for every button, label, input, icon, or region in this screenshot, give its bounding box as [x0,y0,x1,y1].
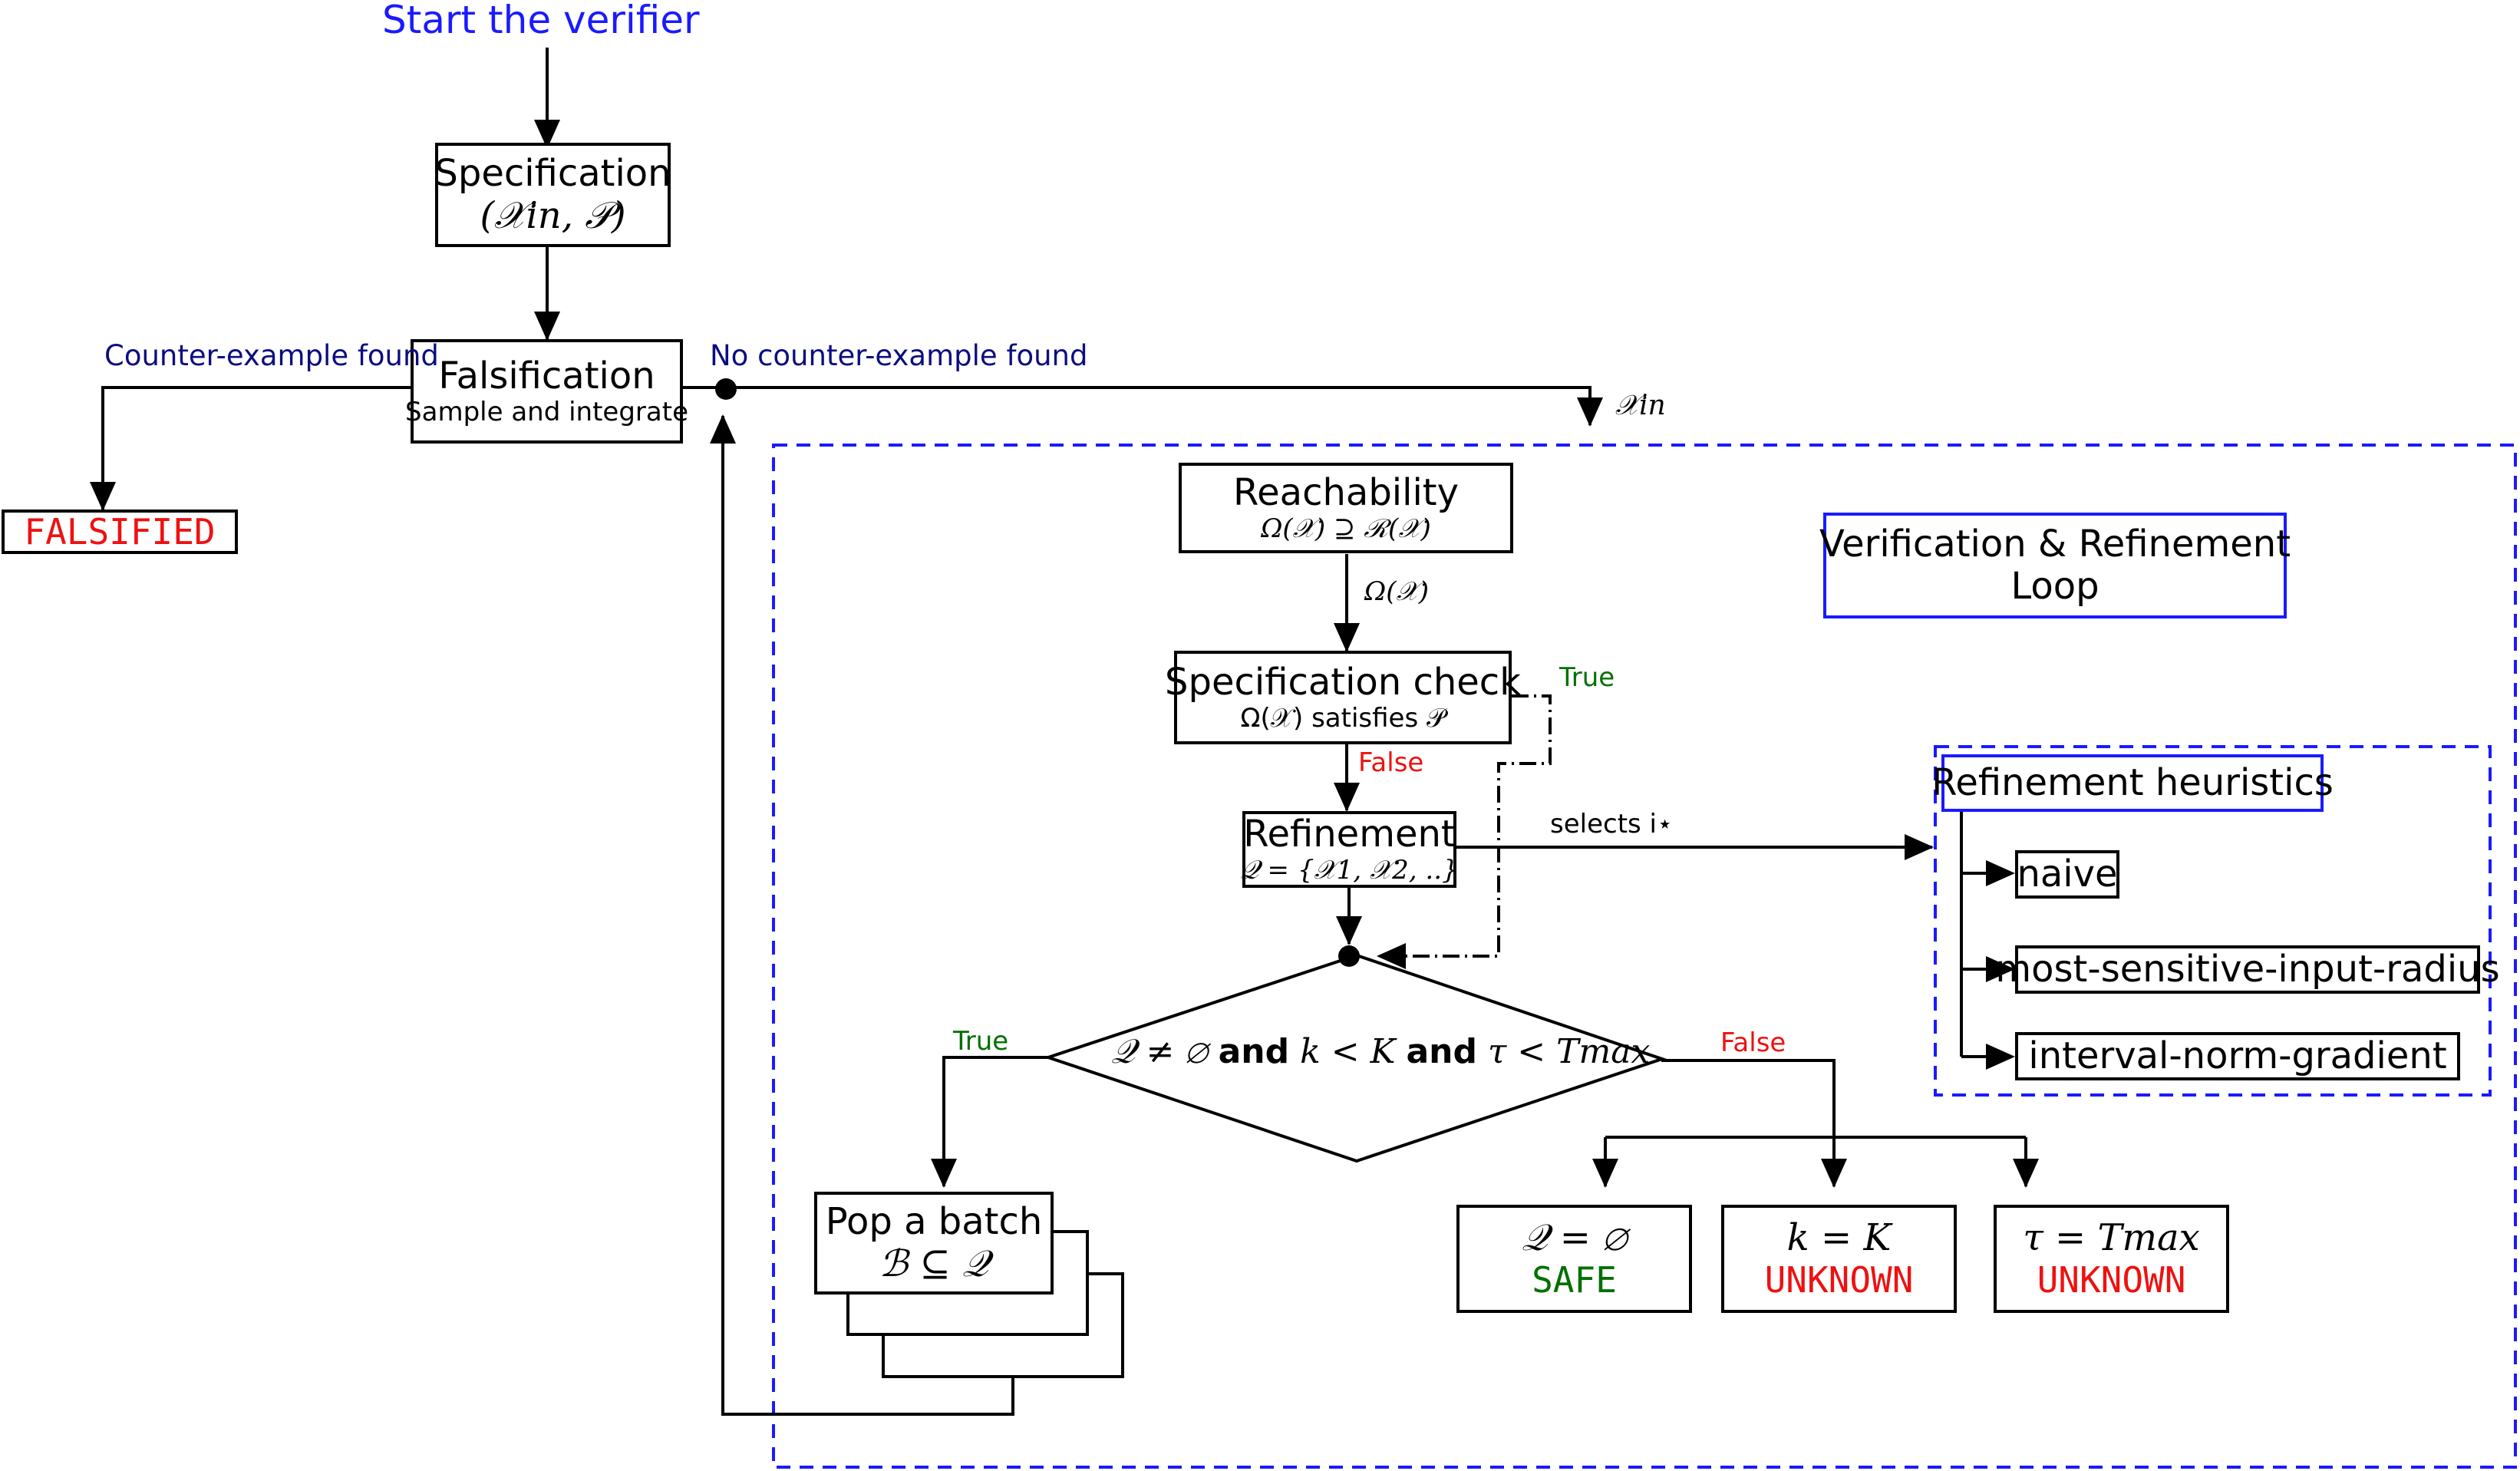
refinement-formula: 𝒬 = {𝒳1, 𝒳2, ..} [1240,855,1459,886]
loop-true-label: True [953,1026,1009,1057]
arrowhead-loop-back [710,414,736,444]
edge-check-true-bypass [1378,694,1552,958]
arrowhead-check [1334,623,1360,652]
arrowhead-pop [931,1159,957,1188]
refinement-title: Refinement [1243,812,1456,856]
specification-formula: (𝒳in, 𝒫) [480,194,626,237]
pop-batch-box: Pop a batch ℬ ⊆ 𝒬 [814,1192,1054,1295]
arrowhead-refinement [1334,783,1360,812]
spec-check-formula: Ω(𝒳) satisfies 𝒫 [1240,703,1446,734]
outcome-unknown-k-formula: k = K [1786,1216,1892,1260]
arrowhead-merge-down [1336,916,1362,945]
heuristic-gradient-label: interval-norm-gradient [2028,1034,2447,1077]
falsified-box: FALSIFIED [2,510,238,554]
omega-label: Ω(𝒳) [1364,576,1429,607]
heuristic-radius-label: most-sensitive-input-radius [1995,947,2500,991]
arrowhead-gradient [1986,1044,2015,1070]
decision-q-part: 𝒬 ≠ ∅ [1111,1032,1208,1071]
arrowhead-loop-entry [1577,397,1603,427]
junction-dot-merge [1338,945,1360,967]
loop-title-line2: Loop [2010,565,2099,608]
check-true-label: True [1559,662,1615,693]
arrowhead-specification [534,120,560,149]
junction-dot-falsification [715,378,737,400]
loop-title-line1: Verification & Refinement [1819,522,2291,566]
arrowhead-heuristics [1905,834,1934,860]
refinement-box: Refinement 𝒬 = {𝒳1, 𝒳2, ..} [1240,811,1459,888]
outcome-safe-status: SAFE [1532,1258,1617,1301]
outcome-unknown-tau-formula: τ = Tmax [2023,1216,2200,1260]
edge-loop-false [1661,1059,1836,1186]
arrowhead-falsification [534,312,560,341]
specification-title: Specification [434,151,671,195]
pop-batch-title: Pop a batch [825,1199,1043,1243]
spec-check-title: Specification check [1165,660,1521,704]
outcome-safe-formula: 𝒬 = ∅ [1522,1216,1627,1260]
arrowhead-naive [1986,860,2015,886]
edge-loop-true [942,1056,1048,1186]
arrowhead-unknown-k [1821,1159,1847,1188]
arrowhead-merge-left [1377,943,1406,969]
edge-loop-back [721,416,1014,1416]
refinement-heuristics-region [1934,745,2492,1097]
x-in-label: 𝒳in [1615,390,1666,421]
arrowhead-radius [1986,956,2015,982]
edge-counter-example [101,386,411,510]
loop-title-box: Verification & Refinement Loop [1819,513,2291,618]
reachability-formula: Ω(𝒳) ⊇ ℛ(𝒳) [1261,513,1431,545]
decision-k-part: k < K [1300,1032,1396,1071]
falsification-title: Falsification [438,354,655,397]
arrowhead-falsified [90,482,116,511]
outcome-unknown-tau-box: τ = Tmax UNKNOWN [1994,1205,2229,1313]
specification-box: Specification (𝒳in, 𝒫) [434,143,671,247]
heuristic-gradient-box: interval-norm-gradient [2015,1032,2460,1080]
reachability-title: Reachability [1232,470,1460,514]
reachability-box: Reachability Ω(𝒳) ⊇ ℛ(𝒳) [1179,463,1513,553]
selects-label: selects i⋆ [1550,809,1674,839]
heuristics-title: Refinement heuristics [1931,760,2334,804]
edge-outcome-split [1604,1136,2027,1186]
heuristics-title-box: Refinement heuristics [1931,754,2334,812]
decision-condition: 𝒬 ≠ ∅ and k < K and τ < Tmax [1111,1032,1651,1072]
outcome-unknown-tau-status: UNKNOWN [2037,1258,2186,1301]
no-counter-example-label: No counter-example found [710,339,1088,372]
arrowhead-unknown-tau [2013,1159,2039,1188]
counter-example-label: Counter-example found [104,339,439,372]
spec-check-box: Specification check Ω(𝒳) satisfies 𝒫 [1165,651,1521,744]
loop-false-label: False [1720,1027,1786,1058]
outcome-unknown-k-box: k = K UNKNOWN [1721,1205,1957,1313]
falsification-subtitle: Sample and integrate [405,397,688,428]
arrowhead-safe [1592,1159,1618,1188]
decision-diamond [1043,953,1667,1163]
falsified-label: FALSIFIED [24,510,216,552]
start-label: Start the verifier [382,0,700,42]
edge-no-counter-example [683,386,1591,425]
outcome-unknown-k-status: UNKNOWN [1764,1258,1914,1301]
heuristic-radius-box: most-sensitive-input-radius [1995,945,2500,994]
check-false-label: False [1358,747,1424,778]
decision-and-2: and [1406,1032,1477,1071]
decision-and-1: and [1218,1032,1290,1071]
heuristic-naive-box: naive [2015,850,2119,899]
falsification-box: Falsification Sample and integrate [405,339,688,444]
outcome-safe-box: 𝒬 = ∅ SAFE [1456,1205,1692,1313]
decision-tau-part: τ < Tmax [1487,1032,1651,1071]
heuristic-naive-label: naive [2017,852,2118,895]
pop-batch-formula: ℬ ⊆ 𝒬 [879,1242,989,1285]
